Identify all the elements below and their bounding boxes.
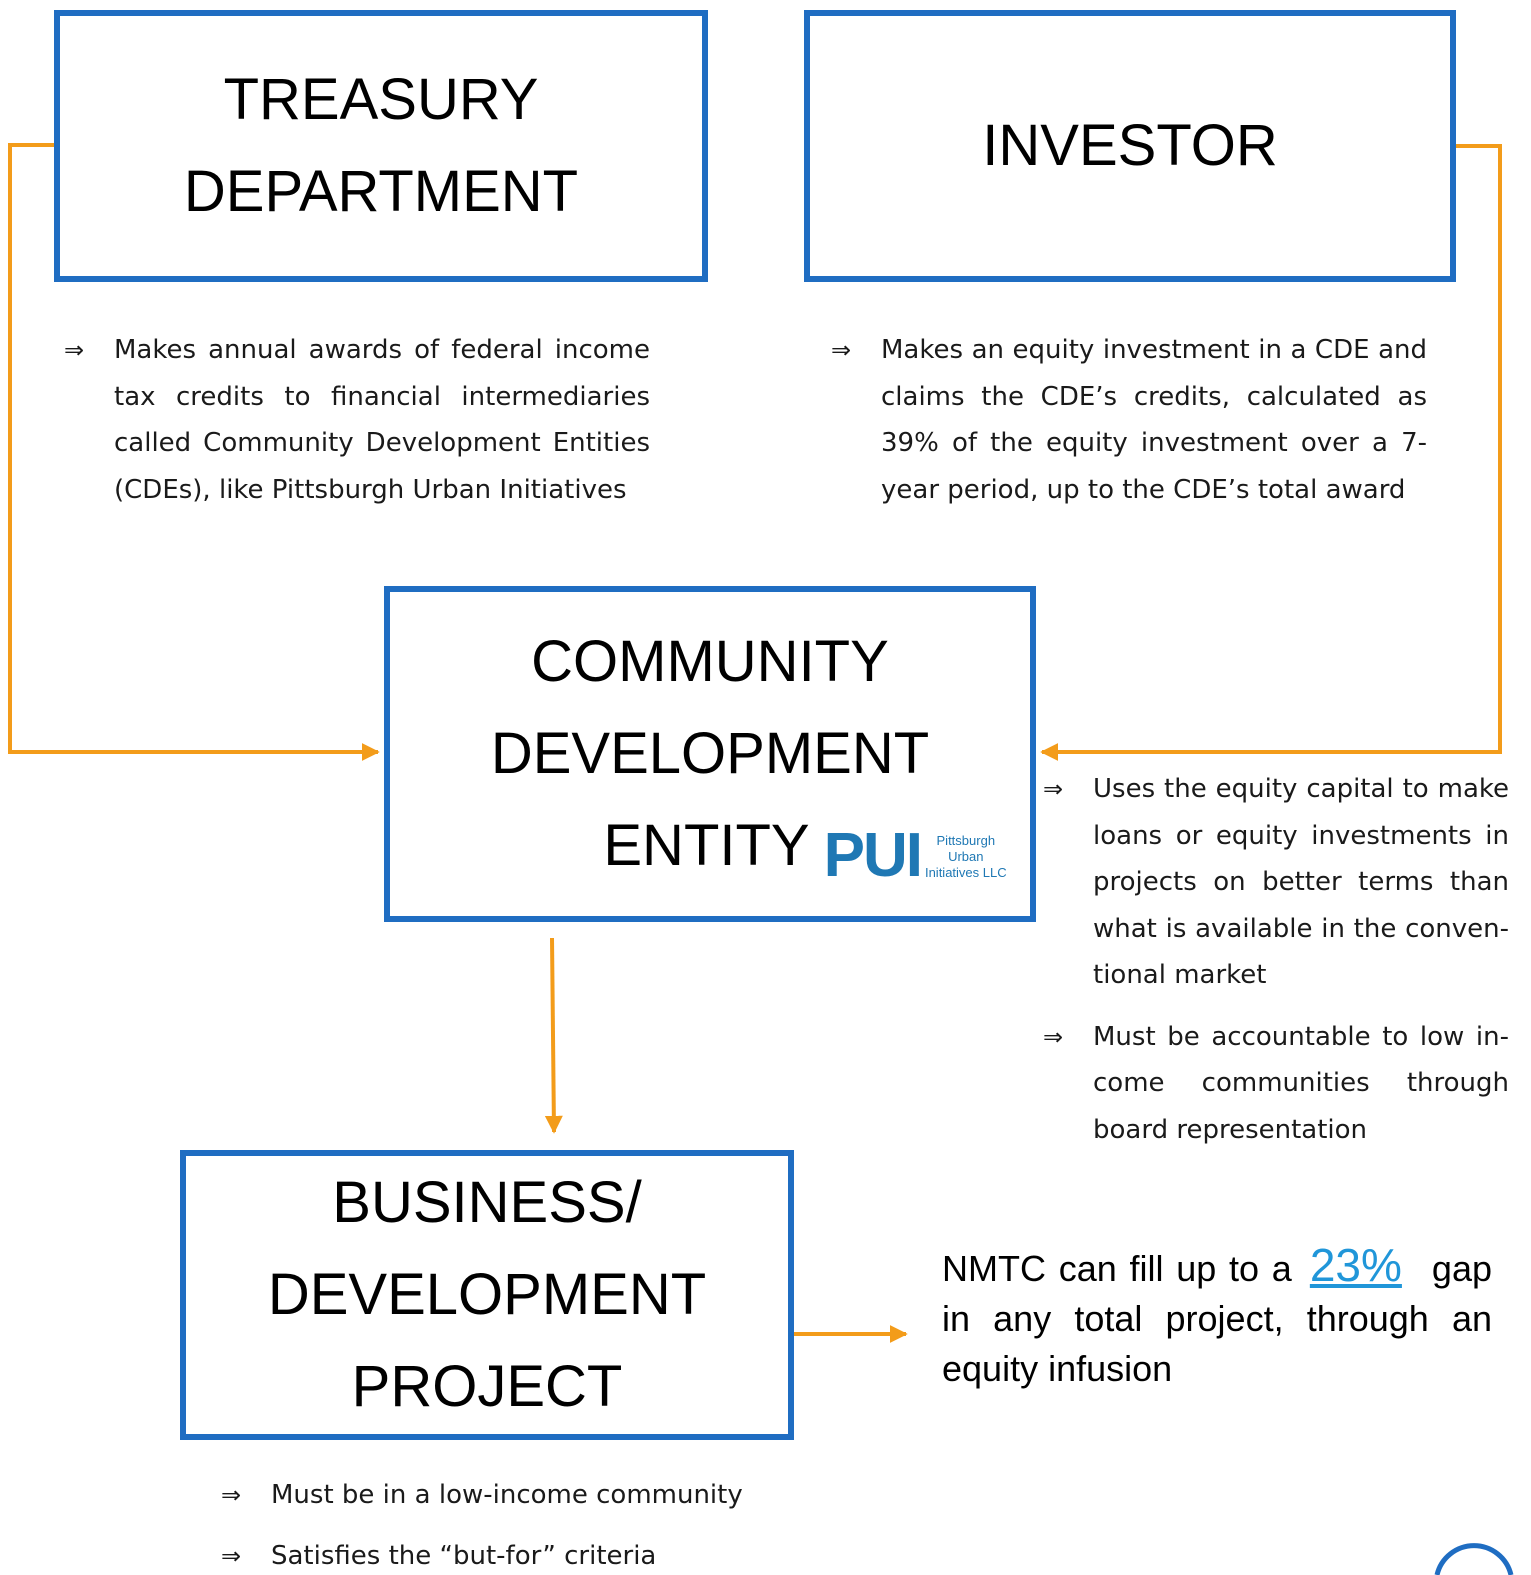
gap-percent-link[interactable]: 23% bbox=[1309, 1239, 1402, 1291]
list-item: ⇒ Satisfies the “but-for” criteria bbox=[221, 1537, 821, 1575]
page-badge-circle bbox=[1434, 1543, 1514, 1575]
list-item: ⇒ Makes an equity investment in a CDE an… bbox=[831, 327, 1427, 513]
cde-title-line-3: ENTITY bbox=[603, 813, 810, 878]
investor-bullet-text: Makes an equity investment in a CDE and … bbox=[881, 335, 1427, 505]
cde-bullet-text-1: Uses the equity capital to make loans or… bbox=[1093, 774, 1509, 990]
bullet-arrow-icon: ⇒ bbox=[221, 1481, 242, 1509]
treasury-to-cde-connector bbox=[8, 143, 380, 761]
pui-logo-mark: PUI bbox=[823, 821, 923, 890]
cde-title-line-1: COMMUNITY bbox=[531, 629, 889, 694]
bullet-arrow-icon: ⇒ bbox=[1043, 1022, 1064, 1051]
list-item: ⇒ Uses the equity capital to make loans … bbox=[1043, 766, 1509, 999]
treasury-title-line-2: DEPARTMENT bbox=[183, 159, 579, 224]
project-bullet-text-2: Satisfies the “but-for” criteria bbox=[271, 1541, 657, 1571]
cde-bullet-text-2: Must be accountable to low in-come commu… bbox=[1093, 1021, 1509, 1145]
treasury-title-line-1: TREASURY bbox=[223, 67, 539, 132]
treasury-department-box: TREASURY DEPARTMENT bbox=[54, 10, 708, 282]
investor-to-cde-connector bbox=[1040, 144, 1502, 761]
pui-logo-line-2: Urban bbox=[948, 849, 984, 864]
pui-logo-line-1: Pittsburgh bbox=[936, 833, 996, 848]
list-item: ⇒ Must be accountable to low in-come com… bbox=[1043, 1014, 1509, 1154]
project-title-line-1: BUSINESS/ bbox=[332, 1170, 642, 1235]
bullet-arrow-icon: ⇒ bbox=[64, 336, 85, 364]
community-development-entity-box: COMMUNITY DEVELOPMENT ENTITY PUI Pittsbu… bbox=[384, 586, 1036, 922]
investor-bullets: ⇒ Makes an equity investment in a CDE an… bbox=[831, 327, 1427, 513]
project-bullet-text-1: Must be in a low-income community bbox=[271, 1480, 743, 1510]
cde-to-project-connector bbox=[544, 937, 563, 1134]
list-item: ⇒ Must be in a low-income community bbox=[221, 1476, 821, 1514]
pui-logo: PUI Pittsburgh Urban Initiatives LLC bbox=[823, 821, 1007, 890]
bullet-arrow-icon: ⇒ bbox=[1043, 775, 1064, 803]
project-bullets: ⇒ Must be in a low-income community ⇒ Sa… bbox=[221, 1476, 821, 1575]
cde-bullets: ⇒ Uses the equity capital to make loans … bbox=[1043, 766, 1509, 1153]
investor-title: INVESTOR bbox=[982, 113, 1278, 178]
cde-title-line-2: DEVELOPMENT bbox=[490, 721, 930, 786]
nmtc-gap-note: NMTC can fill up to a 23%gap in any total… bbox=[942, 1240, 1492, 1394]
note-text-after: gap in any total project, through an equ… bbox=[942, 1248, 1492, 1389]
project-title-line-2: DEVELOPMENT bbox=[267, 1262, 707, 1327]
pui-logo-line-3: Initiatives LLC bbox=[924, 865, 1007, 880]
bullet-arrow-icon: ⇒ bbox=[831, 336, 852, 364]
investor-box: INVESTOR bbox=[804, 10, 1456, 282]
list-item: ⇒ Makes annual awards of federal income … bbox=[64, 327, 650, 513]
treasury-bullets: ⇒ Makes annual awards of federal income … bbox=[64, 327, 650, 513]
note-text-before: NMTC can fill up to a bbox=[942, 1248, 1292, 1289]
project-title-line-3: PROJECT bbox=[351, 1354, 623, 1419]
business-development-project-box: BUSINESS/ DEVELOPMENT PROJECT bbox=[180, 1150, 794, 1440]
bullet-arrow-icon: ⇒ bbox=[221, 1542, 242, 1570]
treasury-bullet-text: Makes annual awards of federal income ta… bbox=[114, 335, 650, 505]
